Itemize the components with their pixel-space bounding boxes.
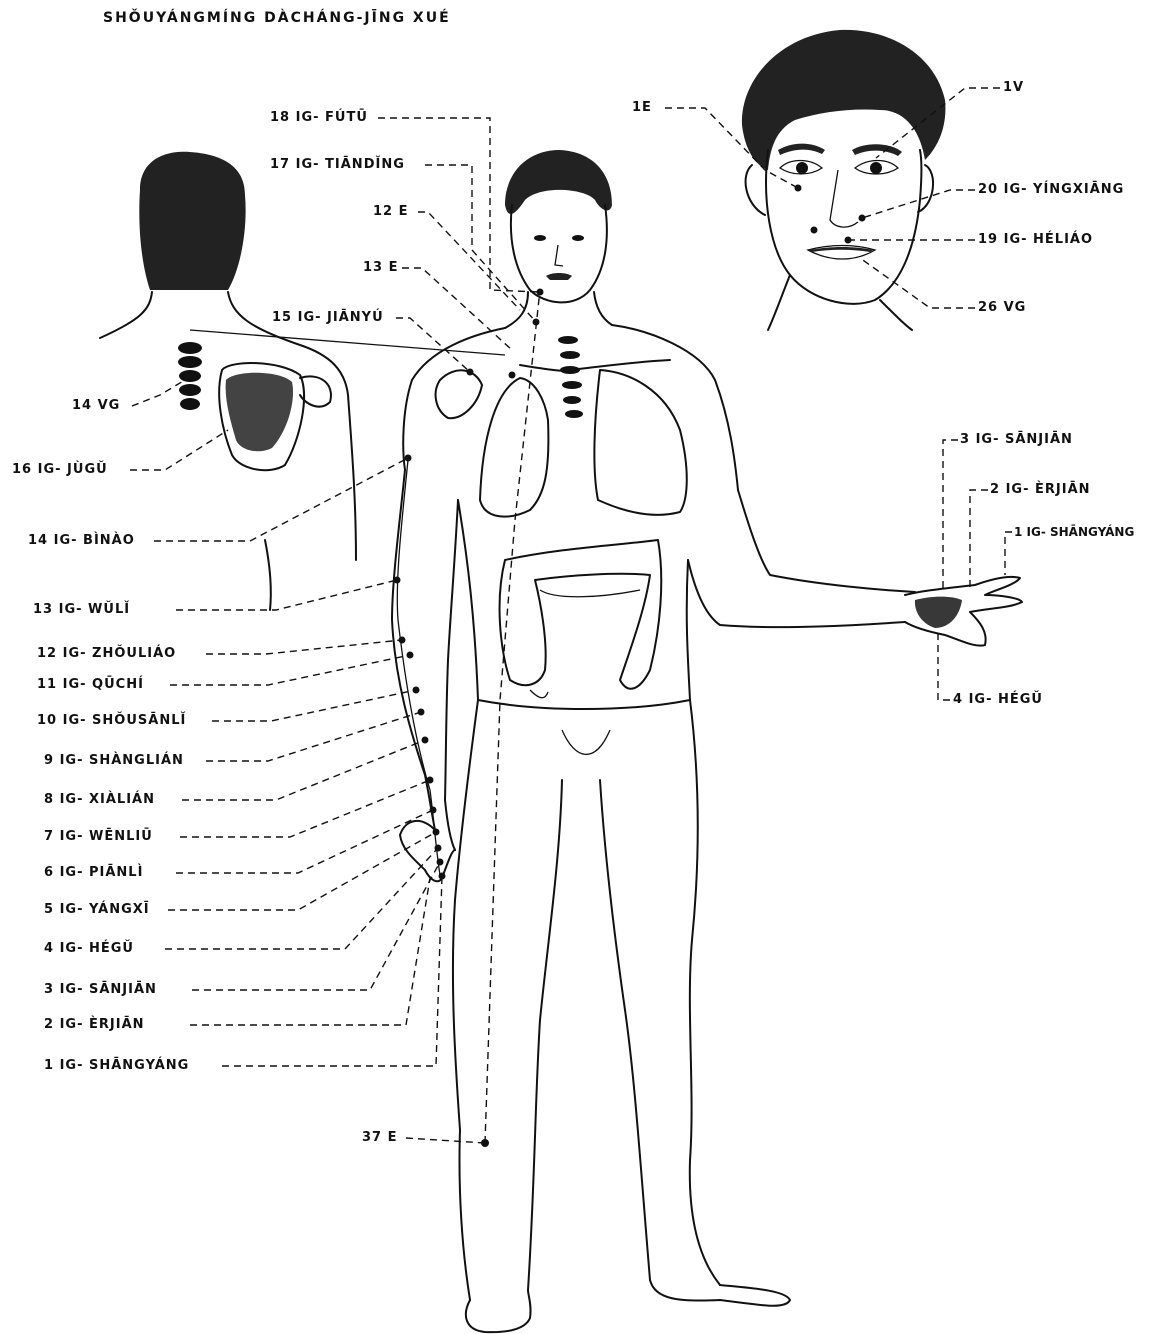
label-9-ig-shanglian: 9 IG- SHÀNGLIÁN [44,753,184,769]
left-arm-inner [445,500,458,850]
face-detail [742,30,946,330]
left-leg-inner [528,780,562,1290]
label-16-ig-jugu: 16 IG- JÙGǓ [12,462,108,478]
label-hand-4-ig-hegu: 4 IG- HÉGǓ [953,692,1043,708]
label-6-ig-pianli: 6 IG- PIĀNLÌ [44,865,143,881]
label-5-ig-yangxi: 5 IG- YÁNGXĪ [44,902,150,918]
back-spine [178,342,202,410]
front-figure-hair [505,150,612,214]
label-12-ig-zhouliao: 12 IG- ZHǑULIÁO [37,646,176,662]
front-figure-left-shoulder [403,328,505,470]
label-13-e: 13 E [363,260,399,276]
face-hair [742,30,946,170]
clavicles [520,360,670,371]
label-11-ig-quchi: 11 IG- QŪCHÍ [37,677,144,693]
label-17-ig-tianding: 17 IG- TIĀNDǏNG [270,157,405,173]
trachea [558,336,583,418]
label-1v: 1V [1003,80,1024,96]
front-figure-head [511,205,607,302]
label-14-ig-binao: 14 IG- BÌNÀO [28,533,135,549]
label-14-vg: 14 VG [72,398,120,414]
label-19-ig-heliao: 19 IG- HÉLIÁO [978,232,1093,248]
label-15-ig-jianyu: 15 IG- JIĀNYÚ [272,310,384,326]
front-figure [392,150,1022,1332]
right-hand-shade [915,597,962,628]
left-arm-outer [392,470,435,830]
right-arm-upper [738,490,915,592]
label-hand-2-ig-erjian: 2 IG- ÈRJIĀN [990,482,1091,498]
right-leg-inner [600,780,650,1280]
label-4-ig-hegu: 4 IG- HÉGǓ [44,941,134,957]
right-arm-lower [688,560,905,627]
front-figure-right-shoulder [612,325,738,490]
right-leg-outer [690,700,720,1285]
label-hand-1-ig-shangyang: 1 IG- SHĀNGYÁNG [1014,524,1134,540]
label-13-ig-wuli: 13 IG- WǓLǏ [33,602,130,618]
leader-lines [130,88,1012,1143]
label-8-ig-xialian: 8 IG- XIÀLIÁN [44,792,155,808]
label-7-ig-wenliu: 7 IG- WĒNLIŪ [44,829,153,845]
back-view-left-shoulder [100,292,152,338]
torso-left-side [458,500,478,700]
label-18-ig-futu: 18 IG- FÚTŪ [270,110,368,126]
shoulder-joint [436,370,482,418]
left-lung [480,378,548,517]
label-37-e: 37 E [362,1130,398,1146]
large-intestine [500,540,662,689]
label-12-e: 12 E [373,204,409,220]
left-foot [466,1290,531,1332]
left-hand [400,821,455,881]
face-left-ear [746,165,765,215]
label-20-ig-yingxiang: 20 IG- YÍNGXIĀNG [978,182,1124,198]
right-lung [594,370,686,515]
label-3-ig-sanjian: 3 IG- SĀNJIĀN [44,982,157,998]
torso-right-side [687,560,690,700]
waistline [478,700,690,709]
label-1-ig-shangyang: 1 IG- SHĀNGYÁNG [44,1058,189,1074]
back-view-hair [139,152,245,290]
label-1e: 1E [632,100,652,116]
left-leg-outer [453,700,478,1300]
label-26-vg: 26 VG [978,300,1026,316]
label-2-ig-erjian: 2 IG- ÈRJIĀN [44,1017,145,1033]
label-hand-3-ig-sanjian: 3 IG- SĀNJIĀN [960,432,1073,448]
scapula-shade [226,373,293,452]
label-10-ig-shousanli: 10 IG- SHǑUSĀNLǏ [37,713,186,729]
back-view-waist [265,540,271,610]
